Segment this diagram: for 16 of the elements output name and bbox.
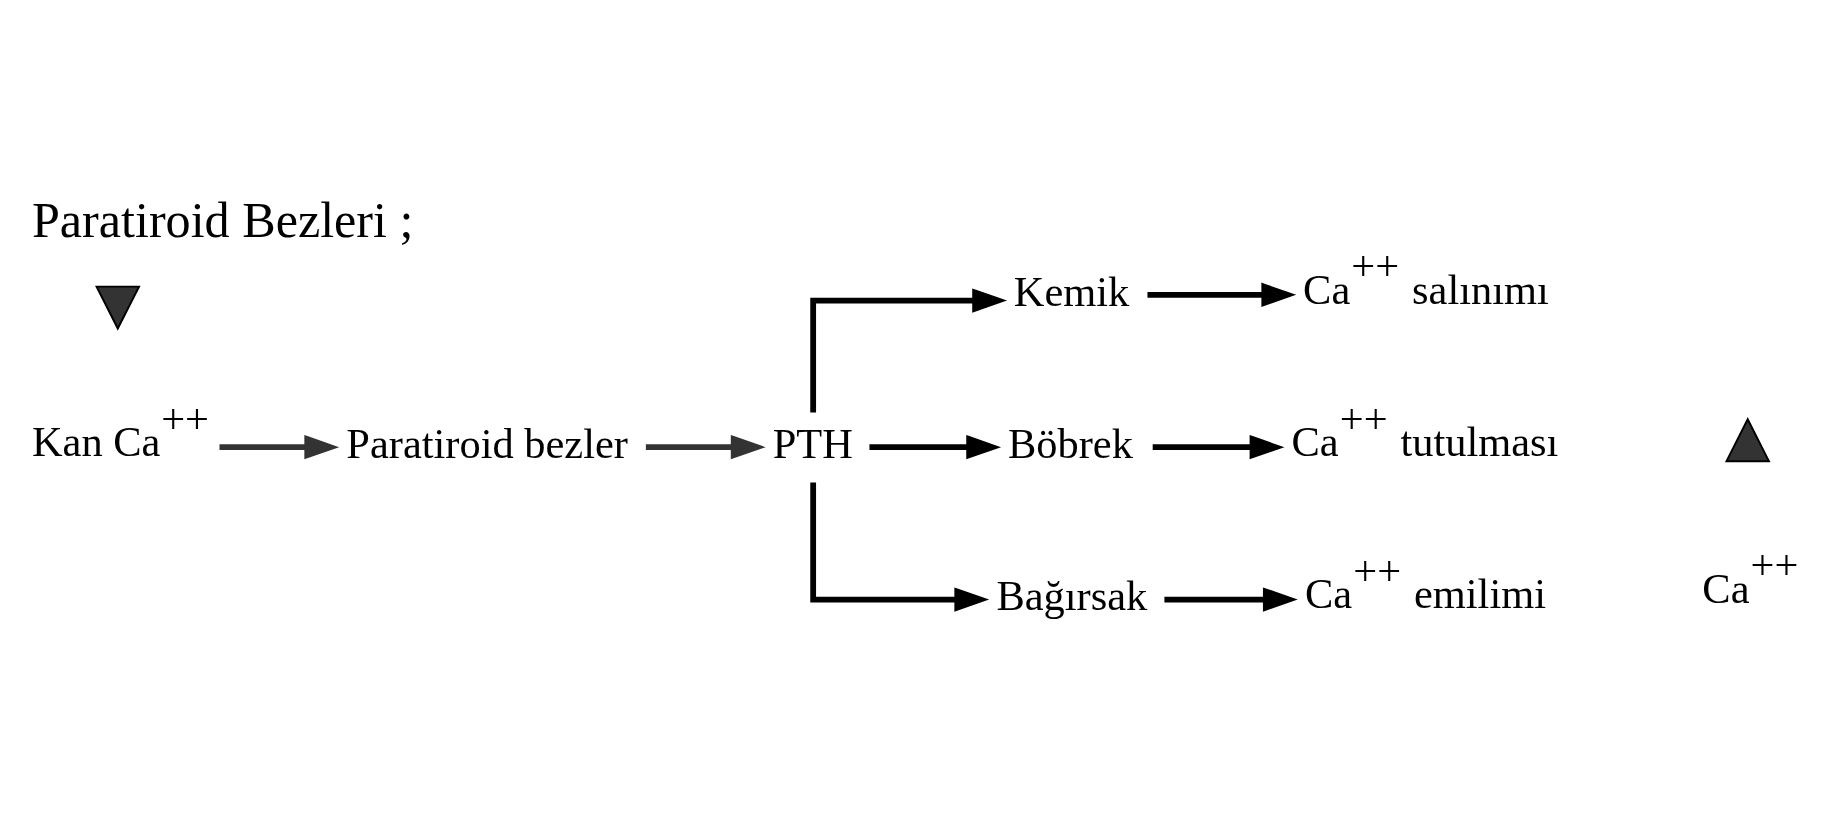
arrow — [219, 434, 340, 459]
node-arrow — [1724, 416, 1771, 462]
arrow — [1164, 586, 1298, 612]
node-text: PTH — [772, 419, 853, 467]
node-text: Paratiroid bezler — [346, 419, 628, 467]
arrow — [1147, 282, 1297, 307]
arrow — [1152, 434, 1285, 459]
arrow — [869, 434, 1002, 459]
arrow — [645, 434, 766, 459]
node-text: Bağırsak — [996, 571, 1148, 619]
arrow — [810, 482, 990, 612]
diagram-title: Paratiroid Bezleri ; — [31, 191, 414, 248]
node-text: Kemik — [1013, 267, 1130, 315]
node-text: Böbrek — [1007, 419, 1133, 467]
node-arrow — [95, 285, 141, 331]
arrow — [810, 287, 1008, 412]
